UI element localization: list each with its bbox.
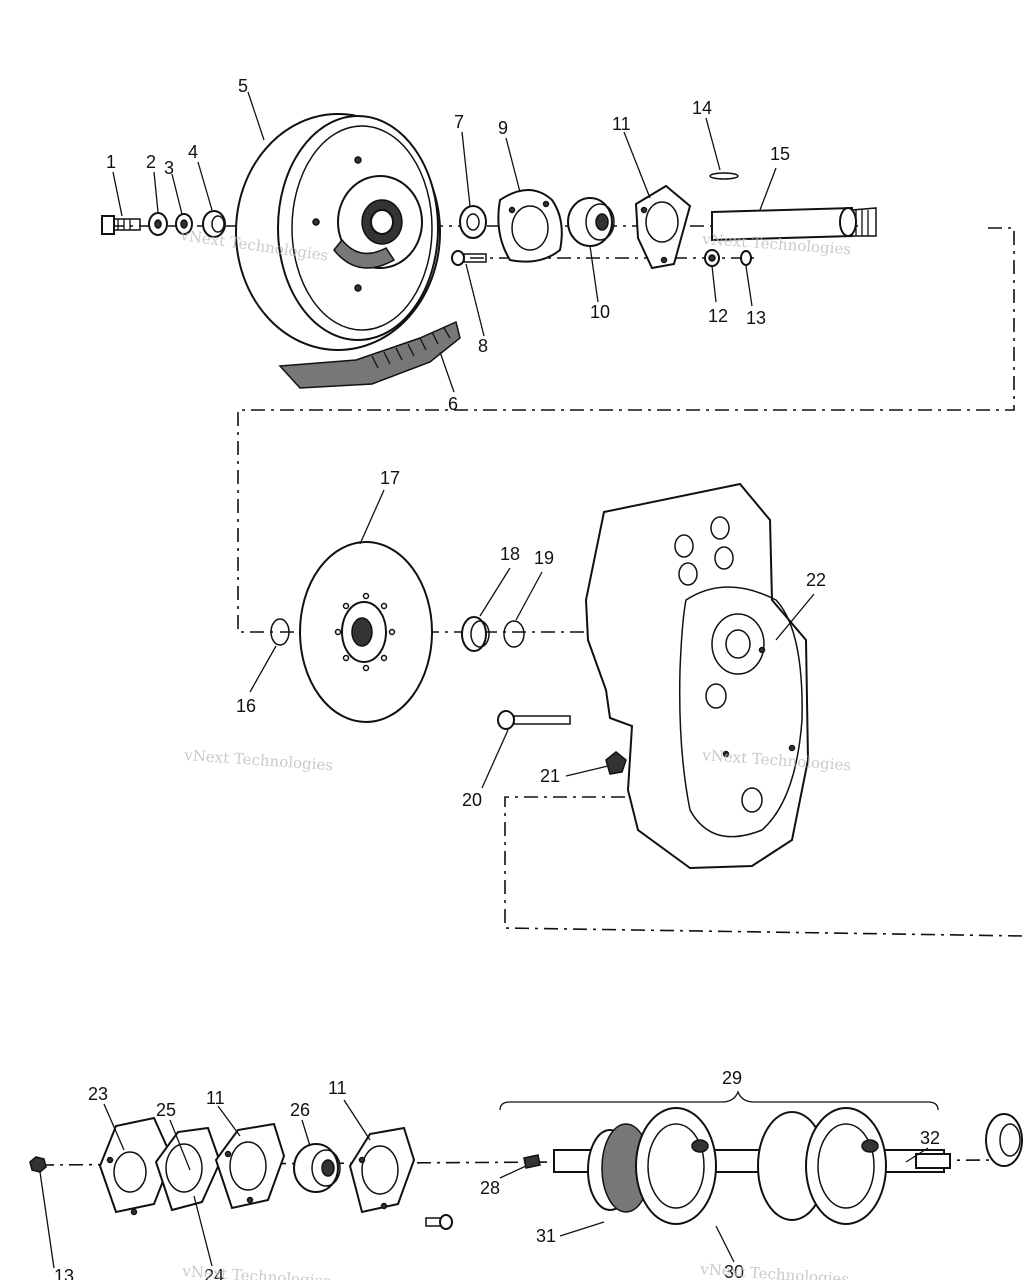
label-5: 5 [238,76,248,96]
leader-lines [39,91,929,1269]
label-17: 17 [380,468,400,488]
label-11-bottom-b: 11 [328,1078,347,1098]
label-20: 20 [462,790,482,810]
washer-7 [459,205,487,239]
label-16: 16 [236,696,256,716]
label-18: 18 [500,544,520,564]
label-15: 15 [770,144,790,164]
drive-shaft-assembly-29 [553,1107,951,1225]
spacer-4 [202,210,226,238]
label-22: 22 [806,570,826,590]
snap-ring-16 [270,618,290,646]
label-2: 2 [146,152,156,172]
label-31: 31 [536,1226,556,1246]
label-11-top: 11 [612,114,631,134]
label-10: 10 [590,302,610,322]
key-14 [709,172,739,180]
bolt-bottom [425,1214,453,1230]
label-13-top: 13 [746,308,766,328]
flange-9 [497,189,563,263]
driven-pulley-17 [299,541,433,723]
label-13-bottom: 13 [54,1266,74,1280]
o-ring-19 [503,620,525,648]
label-8: 8 [478,336,488,356]
center-lines [39,225,1024,1166]
label-1: 1 [106,152,116,172]
part-labels: 1 2 3 4 5 6 7 8 9 10 11 12 13 14 15 16 1… [54,76,940,1280]
fitting-21 [605,751,627,775]
washer-2 [148,212,168,236]
label-9: 9 [498,118,508,138]
label-12: 12 [708,306,728,326]
watermark-3: vNext Technologies [183,746,334,774]
bearing-18 [461,616,490,652]
label-30: 30 [724,1262,744,1280]
chaincase-22 [584,482,810,870]
flange-11-bottom-b [348,1126,416,1214]
bolt-20 [497,710,571,730]
label-11-bottom-a: 11 [206,1088,225,1108]
nut-12 [704,249,720,267]
watermark-6: vNext Technologies [699,1260,850,1280]
bracket-29 [499,1090,939,1111]
washer-13-top [740,250,752,266]
watermarks: vNext Technologies vNext Technologies vN… [178,226,851,1280]
label-25: 25 [156,1100,176,1120]
bolt-8 [451,250,487,266]
bushing-28 [523,1154,541,1169]
label-19: 19 [534,548,554,568]
label-6: 6 [448,394,458,414]
label-28: 28 [480,1178,500,1198]
label-26: 26 [290,1100,310,1120]
flange-11-bottom-a [214,1122,286,1210]
seal-right [985,1113,1023,1167]
label-4: 4 [188,142,198,162]
label-7: 7 [454,112,464,132]
flange-11-top [634,184,692,270]
bearing-26 [293,1143,341,1193]
watermark-5: vNext Technologies [181,1262,332,1280]
label-24: 24 [204,1266,224,1280]
bolt-1 [101,215,141,235]
lock-washer-3 [175,213,193,235]
bearing-10 [567,197,615,247]
label-3: 3 [164,158,174,178]
nut-13-bottom [29,1156,47,1173]
label-14: 14 [692,98,712,118]
label-32: 32 [920,1128,940,1148]
shaft-15 [711,206,877,242]
gasket-25 [154,1126,222,1212]
label-29: 29 [722,1068,742,1088]
drive-belt-6 [278,320,461,389]
label-21: 21 [540,766,560,786]
label-23: 23 [88,1084,108,1104]
drive-pulley-5 [235,113,441,351]
